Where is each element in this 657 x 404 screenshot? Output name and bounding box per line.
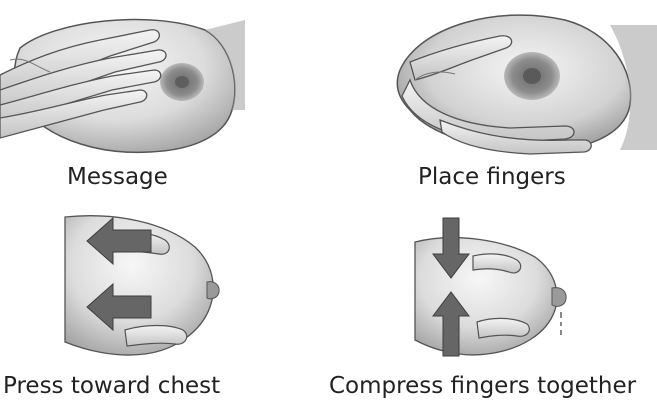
caption-press-toward-chest: Press toward chest — [3, 372, 220, 400]
caption-message: Message — [67, 163, 168, 191]
step-massage-panel — [0, 0, 245, 160]
caption-place-fingers: Place fingers — [418, 163, 566, 191]
step-press-panel — [55, 212, 230, 362]
press-arrows-illustration — [55, 212, 230, 362]
hand-flat-on-breast-illustration — [0, 0, 245, 160]
step-place-fingers-panel — [380, 0, 657, 160]
compress-arrows-illustration — [395, 212, 575, 362]
caption-compress-fingers-together: Compress fingers together — [329, 372, 636, 400]
c-hold-hand-illustration — [380, 0, 657, 160]
step-compress-panel — [395, 212, 575, 362]
